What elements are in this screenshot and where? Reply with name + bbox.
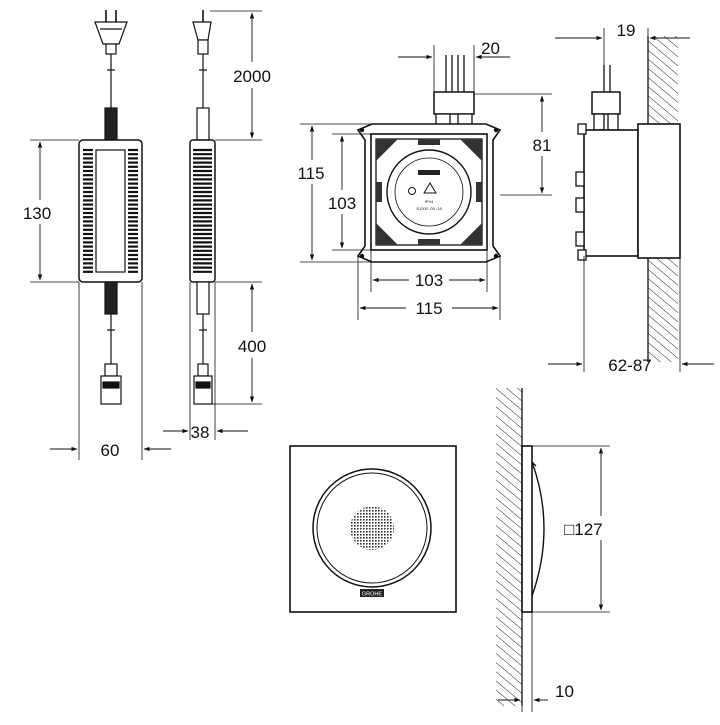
label-box-top-offset: 20 bbox=[481, 39, 500, 58]
dim-plate-thickness: 10 bbox=[498, 612, 574, 712]
strain-relief-bottom bbox=[104, 281, 118, 315]
dim-box-outer-height: 115 bbox=[292, 123, 372, 263]
label-adapter-depth: 38 bbox=[191, 423, 210, 442]
dim-cable-top: 2000 bbox=[210, 10, 276, 141]
label-cable-top: 2000 bbox=[233, 67, 271, 86]
label-adapter-width: 60 bbox=[101, 441, 120, 460]
cover-plate-front-view bbox=[289, 445, 457, 613]
label-side-top-offset: 19 bbox=[617, 21, 636, 40]
dim-adapter-depth: 38 bbox=[163, 282, 248, 442]
dim-adapter-width: 60 bbox=[50, 282, 171, 460]
dim-cable-bottom: 400 bbox=[212, 281, 274, 405]
euro-plug bbox=[94, 10, 128, 55]
installation-side-view bbox=[575, 36, 681, 362]
label-box-inner-width: 103 bbox=[415, 271, 443, 290]
dim-side-top-offset: 19 bbox=[555, 21, 690, 65]
cover-plate-side-view bbox=[496, 388, 545, 706]
adapter-side-body bbox=[189, 139, 216, 283]
installation-box-front-view bbox=[356, 55, 502, 263]
label-plate-size: □127 bbox=[564, 520, 603, 539]
power-adapter-front-view bbox=[78, 10, 143, 405]
label-adapter-height: 130 bbox=[23, 204, 51, 223]
wall-hatch-lower bbox=[496, 388, 522, 706]
label-cable-bottom: 400 bbox=[238, 337, 266, 356]
dim-box-top-offset: 20 bbox=[398, 39, 510, 92]
box-label-line-1: IPX4 bbox=[425, 199, 434, 204]
dim-box-side-depth: 81 bbox=[474, 93, 558, 196]
dim-install-depth: 62-87 bbox=[548, 256, 714, 375]
dim-adapter-height: 130 bbox=[18, 139, 79, 283]
dim-box-inner-width: 103 bbox=[370, 250, 488, 292]
cable-connector bbox=[100, 363, 122, 405]
sensor-grille bbox=[350, 506, 394, 550]
label-plate-thickness: 10 bbox=[555, 682, 574, 701]
plate-logo: GROHE bbox=[362, 592, 383, 598]
label-install-depth: 62-87 bbox=[608, 356, 651, 375]
label-box-inner-height: 103 bbox=[328, 194, 356, 213]
label-box-side-depth: 81 bbox=[533, 136, 552, 155]
label-box-outer-height: 115 bbox=[297, 164, 324, 183]
strain-relief-top bbox=[104, 107, 118, 141]
power-adapter-side-view bbox=[189, 10, 216, 405]
dim-box-inner-height: 103 bbox=[324, 133, 371, 251]
dim-box-outer-width: 115 bbox=[357, 256, 501, 320]
box-label-line-2: S1200 -03 -18 bbox=[416, 206, 442, 211]
dim-plate-size: □127 bbox=[532, 445, 620, 613]
label-box-outer-width: 115 bbox=[415, 299, 442, 318]
